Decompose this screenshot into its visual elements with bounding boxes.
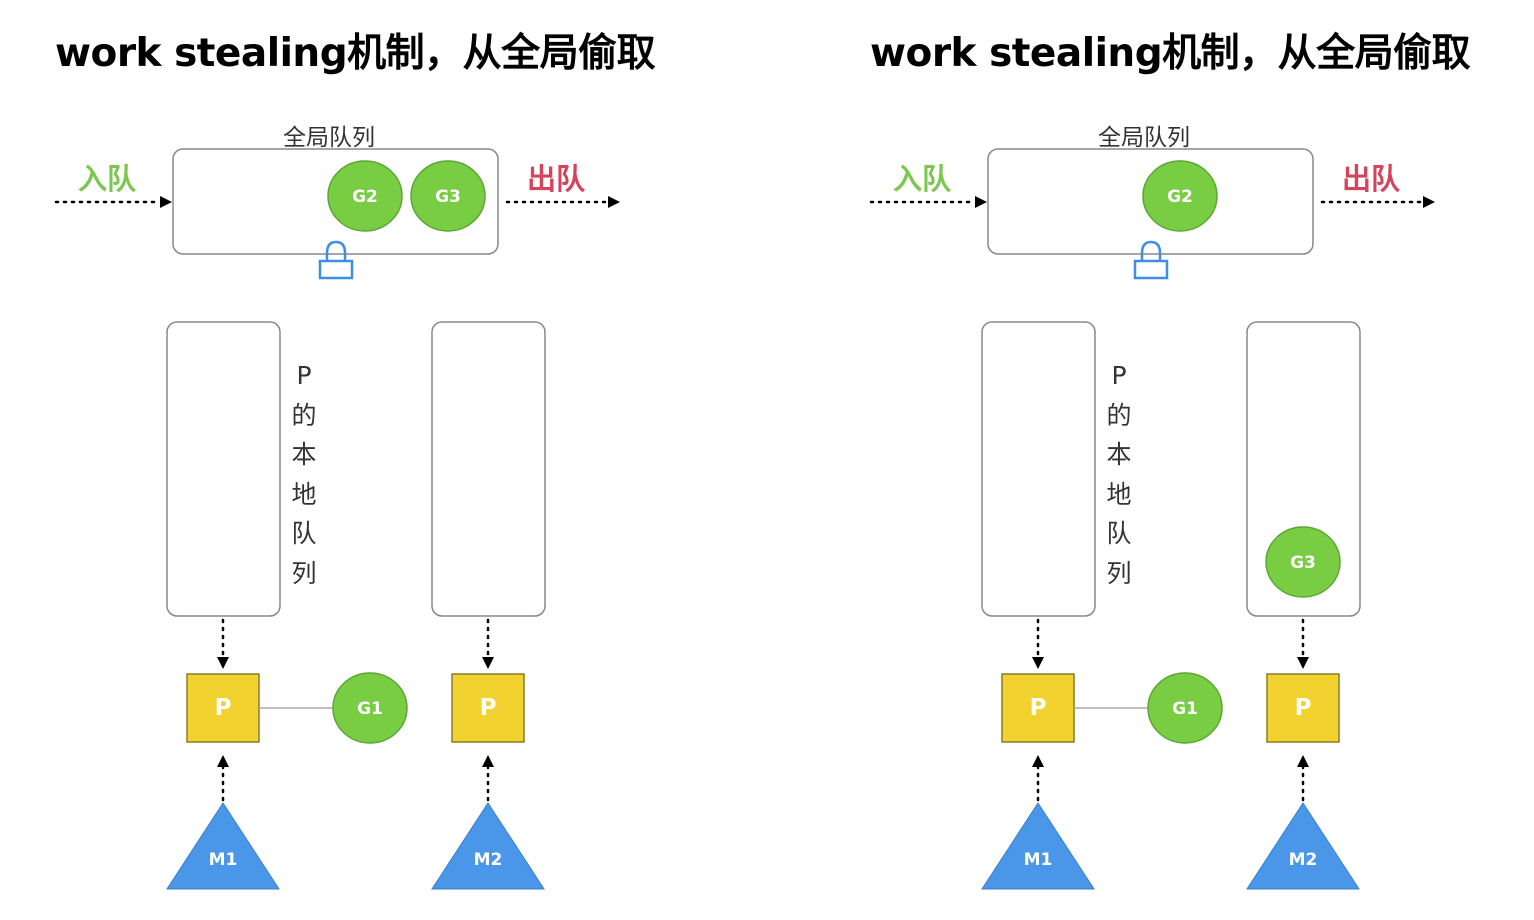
machine-triangle [981, 802, 1095, 890]
enqueue-arrowhead [975, 196, 987, 208]
m-to-p-arrowhead [217, 755, 229, 767]
lock-shackle [325, 240, 347, 262]
panel-title: work stealing机制，从全局偷取 [870, 31, 1471, 76]
queue-to-p-arrowhead [482, 657, 494, 669]
local-queue-label-char: 队 [291, 519, 317, 548]
queue-to-p-arrowhead [1032, 657, 1044, 669]
local-queue-label: P 的 本 地 队 列 [289, 356, 319, 593]
queue-to-p-arrowhead [217, 657, 229, 669]
goroutine-label: G1 [1172, 699, 1198, 719]
local-queue-box [981, 321, 1096, 617]
machine-label: M1 [1024, 850, 1053, 870]
goroutine-label: G2 [352, 187, 378, 207]
dequeue-label: 出队 [1342, 162, 1401, 196]
machine-label: M2 [474, 850, 503, 870]
goroutine-label: G3 [435, 187, 461, 207]
processor-label: P [215, 695, 232, 721]
panel-before: work stealing机制，从全局偷取 全局队列 入队 出队 P 的 本 地… [54, 31, 656, 890]
local-queue-label-char: 本 [291, 440, 317, 469]
processor-label: P [1295, 695, 1312, 721]
processor-label: P [1030, 695, 1047, 721]
goroutine-circle [327, 160, 403, 232]
local-queue-label: P 的 本 地 队 列 [1104, 356, 1134, 593]
m-to-p-arrowhead [482, 755, 494, 767]
lock-shackle [1140, 240, 1162, 262]
dequeue-arrowhead [608, 196, 620, 208]
lock-body [1133, 259, 1169, 280]
processor-box [186, 673, 260, 743]
local-queue-label-char: 列 [291, 558, 317, 588]
machine-label: M2 [1289, 850, 1318, 870]
global-queue-label: 全局队列 [1098, 125, 1190, 151]
goroutine-circle [1142, 160, 1218, 232]
goroutine-label: G3 [1290, 553, 1316, 573]
goroutine-label: G1 [357, 699, 383, 719]
lock-body [318, 259, 354, 280]
dequeue-label: 出队 [527, 162, 586, 196]
goroutine-circle [332, 672, 408, 744]
local-queue-label-char: 队 [1106, 519, 1132, 548]
goroutine-circle [410, 160, 486, 232]
local-queue-label-char: 地 [1106, 479, 1132, 509]
enqueue-label: 入队 [893, 162, 952, 196]
m-to-p-arrowhead [1297, 755, 1309, 767]
panel-title: work stealing机制，从全局偷取 [55, 31, 656, 76]
goroutine-circle [1265, 526, 1341, 598]
machine-triangle [1246, 802, 1360, 890]
processor-box [1266, 673, 1340, 743]
machine-triangle [166, 802, 280, 890]
local-queue-box [166, 321, 281, 617]
m-to-p-arrowhead [1032, 755, 1044, 767]
global-queue-label: 全局队列 [283, 125, 375, 151]
goroutine-label: G2 [1167, 187, 1193, 207]
local-queue-label-char: 列 [1106, 558, 1132, 588]
lock-icon [318, 240, 354, 280]
enqueue-label: 入队 [78, 162, 137, 196]
goroutine-circle [1147, 672, 1223, 744]
local-queue-label-char: 的 [291, 400, 317, 430]
local-queue-label-char: P [1111, 361, 1127, 390]
local-queue-label-char: 的 [1106, 400, 1132, 430]
dequeue-arrowhead [1423, 196, 1435, 208]
machine-label: M1 [209, 850, 238, 870]
processor-label: P [480, 695, 497, 721]
enqueue-arrowhead [160, 196, 172, 208]
local-queue-label-char: 本 [1106, 440, 1132, 469]
lock-icon [1133, 240, 1169, 280]
local-queue-box [431, 321, 546, 617]
processor-box [451, 673, 525, 743]
panel-after: work stealing机制，从全局偷取 全局队列 入队 出队 P 的 本 地… [815, 0, 1534, 920]
local-queue-label-char: P [296, 361, 312, 390]
processor-box [1001, 673, 1075, 743]
local-queue-label-char: 地 [291, 479, 317, 509]
machine-triangle [431, 802, 545, 890]
queue-to-p-arrowhead [1297, 657, 1309, 669]
